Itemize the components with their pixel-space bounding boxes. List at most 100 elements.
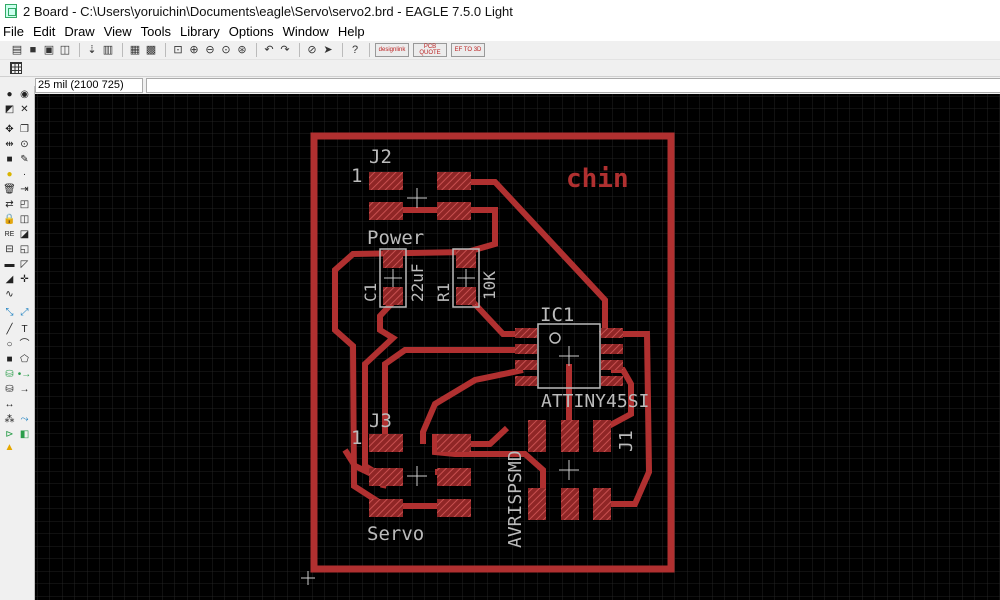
toolbar-separator	[369, 43, 370, 57]
ratsnest-icon[interactable]: ⁂	[4, 413, 15, 425]
pad	[456, 250, 476, 268]
title-bar: 2 Board - C:\Users\yoruichin\Documents\e…	[0, 0, 1000, 22]
show-icon[interactable]: ◉	[20, 88, 29, 100]
mark-icon[interactable]: ✕	[20, 103, 29, 115]
run-ulp-icon[interactable]: ▥	[102, 43, 114, 56]
smash-icon[interactable]: RE	[4, 231, 15, 238]
schematic-icon[interactable]: ▩	[145, 43, 157, 56]
grid-icon[interactable]	[10, 62, 22, 74]
split-icon[interactable]: ⊟	[5, 243, 14, 255]
menu-help[interactable]: Help	[337, 24, 365, 39]
value-icon[interactable]: ◫	[19, 213, 30, 225]
layer-icon[interactable]: ▦	[129, 43, 141, 56]
label-j1-value: AVRISPSMD	[505, 450, 526, 548]
wire-icon[interactable]: ◢	[5, 273, 14, 285]
pad	[369, 434, 403, 452]
pad	[456, 287, 476, 305]
mirror-icon[interactable]: ⇹	[5, 138, 14, 150]
go-icon[interactable]: ➤	[323, 43, 333, 56]
replace-icon[interactable]: ⇄	[5, 198, 14, 210]
cam-icon[interactable]: ◫	[59, 43, 71, 56]
paste-icon[interactable]: ●	[6, 168, 13, 180]
pad	[369, 468, 403, 486]
miter-icon[interactable]: ◪	[19, 228, 30, 240]
pad	[528, 420, 546, 452]
j1-pads	[528, 420, 611, 520]
ripup-icon[interactable]: ◸	[20, 258, 29, 270]
cross-icon[interactable]: ✛	[20, 273, 29, 285]
optimize-icon[interactable]: ◱	[19, 243, 30, 255]
origin-cross	[457, 269, 475, 287]
attribute-icon[interactable]: →	[19, 383, 30, 395]
label-r1-value: 10K	[480, 271, 499, 300]
cut-icon[interactable]: ·	[22, 168, 27, 180]
signal-icon[interactable]: •→	[17, 368, 32, 380]
ef-to-3d-logo[interactable]: EF TO 3D	[451, 43, 485, 57]
menu-file[interactable]: File	[3, 24, 24, 39]
zoom-out-icon[interactable]: ⊖	[205, 43, 215, 56]
info-icon[interactable]: ●	[6, 88, 13, 100]
print-icon[interactable]: ▣	[43, 43, 55, 56]
via-icon[interactable]: ⛁	[5, 368, 14, 380]
label-j3: J3	[369, 410, 392, 432]
erc-icon[interactable]: ⊳	[5, 428, 14, 440]
menu-options[interactable]: Options	[228, 24, 274, 39]
drc-icon[interactable]: ◧	[19, 428, 30, 440]
label-power: Power	[367, 227, 424, 249]
label-j2-pin1: 1	[351, 165, 362, 187]
menu-window[interactable]: Window	[282, 24, 329, 39]
auto-icon[interactable]: ⤳	[20, 413, 29, 425]
zoom-in-icon[interactable]: ⊕	[189, 43, 199, 56]
help-icon[interactable]: ?	[351, 43, 359, 56]
change-icon[interactable]: ✎	[20, 153, 29, 165]
toolbar-separator	[165, 43, 166, 57]
zoom-select-icon[interactable]: ⊛	[237, 43, 247, 56]
undo-icon[interactable]: ↶	[264, 43, 274, 56]
origin-cross	[559, 460, 579, 480]
polygon-icon[interactable]: ⬠	[20, 353, 29, 365]
warning-icon[interactable]: ▲	[4, 441, 15, 453]
designlink-logo[interactable]: designlink	[375, 43, 409, 57]
add-icon[interactable]: ⇥	[20, 183, 29, 195]
menu-library[interactable]: Library	[180, 24, 220, 39]
name-icon[interactable]: ◰	[19, 198, 30, 210]
route-icon[interactable]: ▬	[4, 258, 15, 270]
toolbar-separator	[342, 43, 343, 57]
delete-icon[interactable]: 🗑	[3, 183, 16, 195]
pad	[561, 420, 579, 452]
stop-icon[interactable]: ⊘	[307, 43, 317, 56]
menu-view[interactable]: View	[103, 24, 132, 39]
follow-me-icon[interactable]: ⤢	[20, 306, 29, 318]
menu-tools[interactable]: Tools	[140, 24, 172, 39]
board-drawing[interactable]: chin J2 1 Power C1 22uF R1 10K IC1 ATTIN…	[35, 94, 1000, 600]
rotate-icon[interactable]: ⊙	[20, 138, 29, 150]
copy-icon[interactable]: ❐	[20, 123, 29, 135]
zoom-redraw-icon[interactable]: ⊙	[221, 43, 231, 56]
meander-icon[interactable]: ∿	[5, 288, 14, 300]
lock-icon[interactable]: 🔒	[3, 213, 16, 225]
menu-edit[interactable]: Edit	[32, 24, 56, 39]
menu-draw[interactable]: Draw	[64, 24, 95, 39]
circle-icon[interactable]: ○	[6, 338, 13, 350]
display-icon[interactable]: ◩	[4, 103, 15, 115]
save-icon[interactable]: ■	[29, 43, 37, 56]
zoom-fit-icon[interactable]: ⊡	[173, 43, 183, 56]
arc-icon[interactable]: ⌒	[19, 338, 30, 350]
line-icon[interactable]: ╱	[6, 323, 13, 335]
rect-icon[interactable]: ■	[6, 353, 13, 365]
group-icon[interactable]: ■	[6, 153, 13, 165]
hole-icon[interactable]: ⛁	[5, 383, 14, 395]
redo-icon[interactable]: ↷	[280, 43, 290, 56]
dimension-icon[interactable]: ↔	[4, 398, 15, 410]
open-icon[interactable]: ▤	[11, 43, 23, 56]
command-input[interactable]	[146, 78, 1000, 93]
pcb-quote-logo[interactable]: PCB QUOTE	[413, 43, 447, 57]
origin-crosses	[301, 188, 579, 585]
r1-outline	[452, 248, 480, 308]
autorouter-icon[interactable]: ⤡	[5, 306, 14, 318]
move-icon[interactable]: ✥	[5, 123, 14, 135]
text-icon[interactable]: T	[21, 323, 28, 335]
command-bar: 25 mil (2100 725)	[0, 77, 1000, 94]
script-icon[interactable]: ⇣	[87, 43, 97, 56]
board-canvas[interactable]: chin J2 1 Power C1 22uF R1 10K IC1 ATTIN…	[35, 94, 1000, 600]
